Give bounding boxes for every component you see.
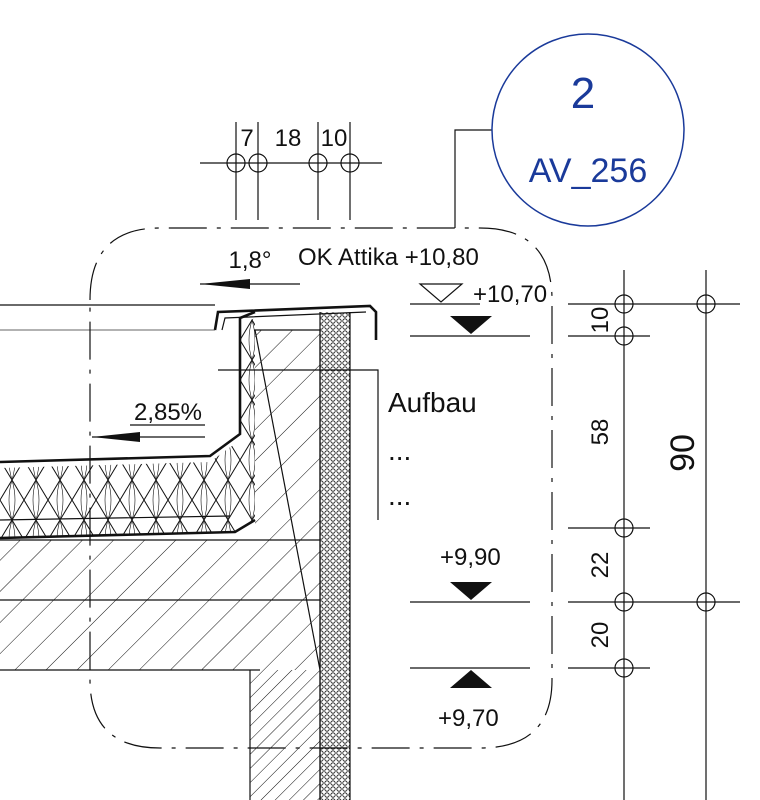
slope-roof-label: 1,8°	[229, 247, 272, 274]
build-up-title: Aufbau	[388, 387, 477, 418]
elevation-low-label: +9,70	[438, 705, 499, 732]
slope-flat-label: 2,85%	[134, 399, 202, 426]
dim-10-right: 10	[587, 307, 614, 334]
dim-18: 18	[275, 125, 302, 152]
build-up-note: Aufbau ... ...	[218, 369, 477, 520]
flat-slope-indicator: 2,85%	[92, 399, 205, 442]
elevation-mid-label: +9,90	[440, 544, 501, 571]
callout-reference: AV_256	[529, 152, 647, 190]
detail-boundary	[89, 227, 553, 749]
wall-below	[249, 670, 321, 800]
roof-insulation	[0, 310, 256, 540]
elevation-top-label: +10,70	[473, 281, 547, 308]
parapet-label: OK Attika +10,80	[298, 244, 479, 271]
build-up-line-2: ...	[388, 480, 411, 511]
dim-20: 20	[587, 622, 614, 649]
elevation-low: +9,70	[410, 667, 530, 732]
build-up-line-1: ...	[388, 435, 411, 466]
detail-callout: 2 AV_256	[454, 33, 685, 228]
callout-number: 2	[571, 69, 595, 118]
concrete-slab	[0, 539, 320, 671]
elevation-mid: +9,90	[410, 544, 530, 603]
dim-7: 7	[240, 125, 253, 152]
roof-slope-indicator: 1,8°	[200, 247, 300, 289]
dim-90-total: 90	[664, 434, 702, 472]
dim-22: 22	[587, 552, 614, 579]
elevation-top: +10,70	[410, 281, 547, 337]
facade-insulation	[319, 312, 351, 800]
parapet-capping	[0, 304, 378, 340]
callout-circle	[491, 33, 685, 227]
right-dimension-chain: 10 58 22 20 90	[568, 270, 740, 800]
dim-10-top: 10	[321, 125, 348, 152]
dim-58: 58	[587, 419, 614, 446]
top-dimension-chain: 7 18 10	[200, 122, 382, 220]
